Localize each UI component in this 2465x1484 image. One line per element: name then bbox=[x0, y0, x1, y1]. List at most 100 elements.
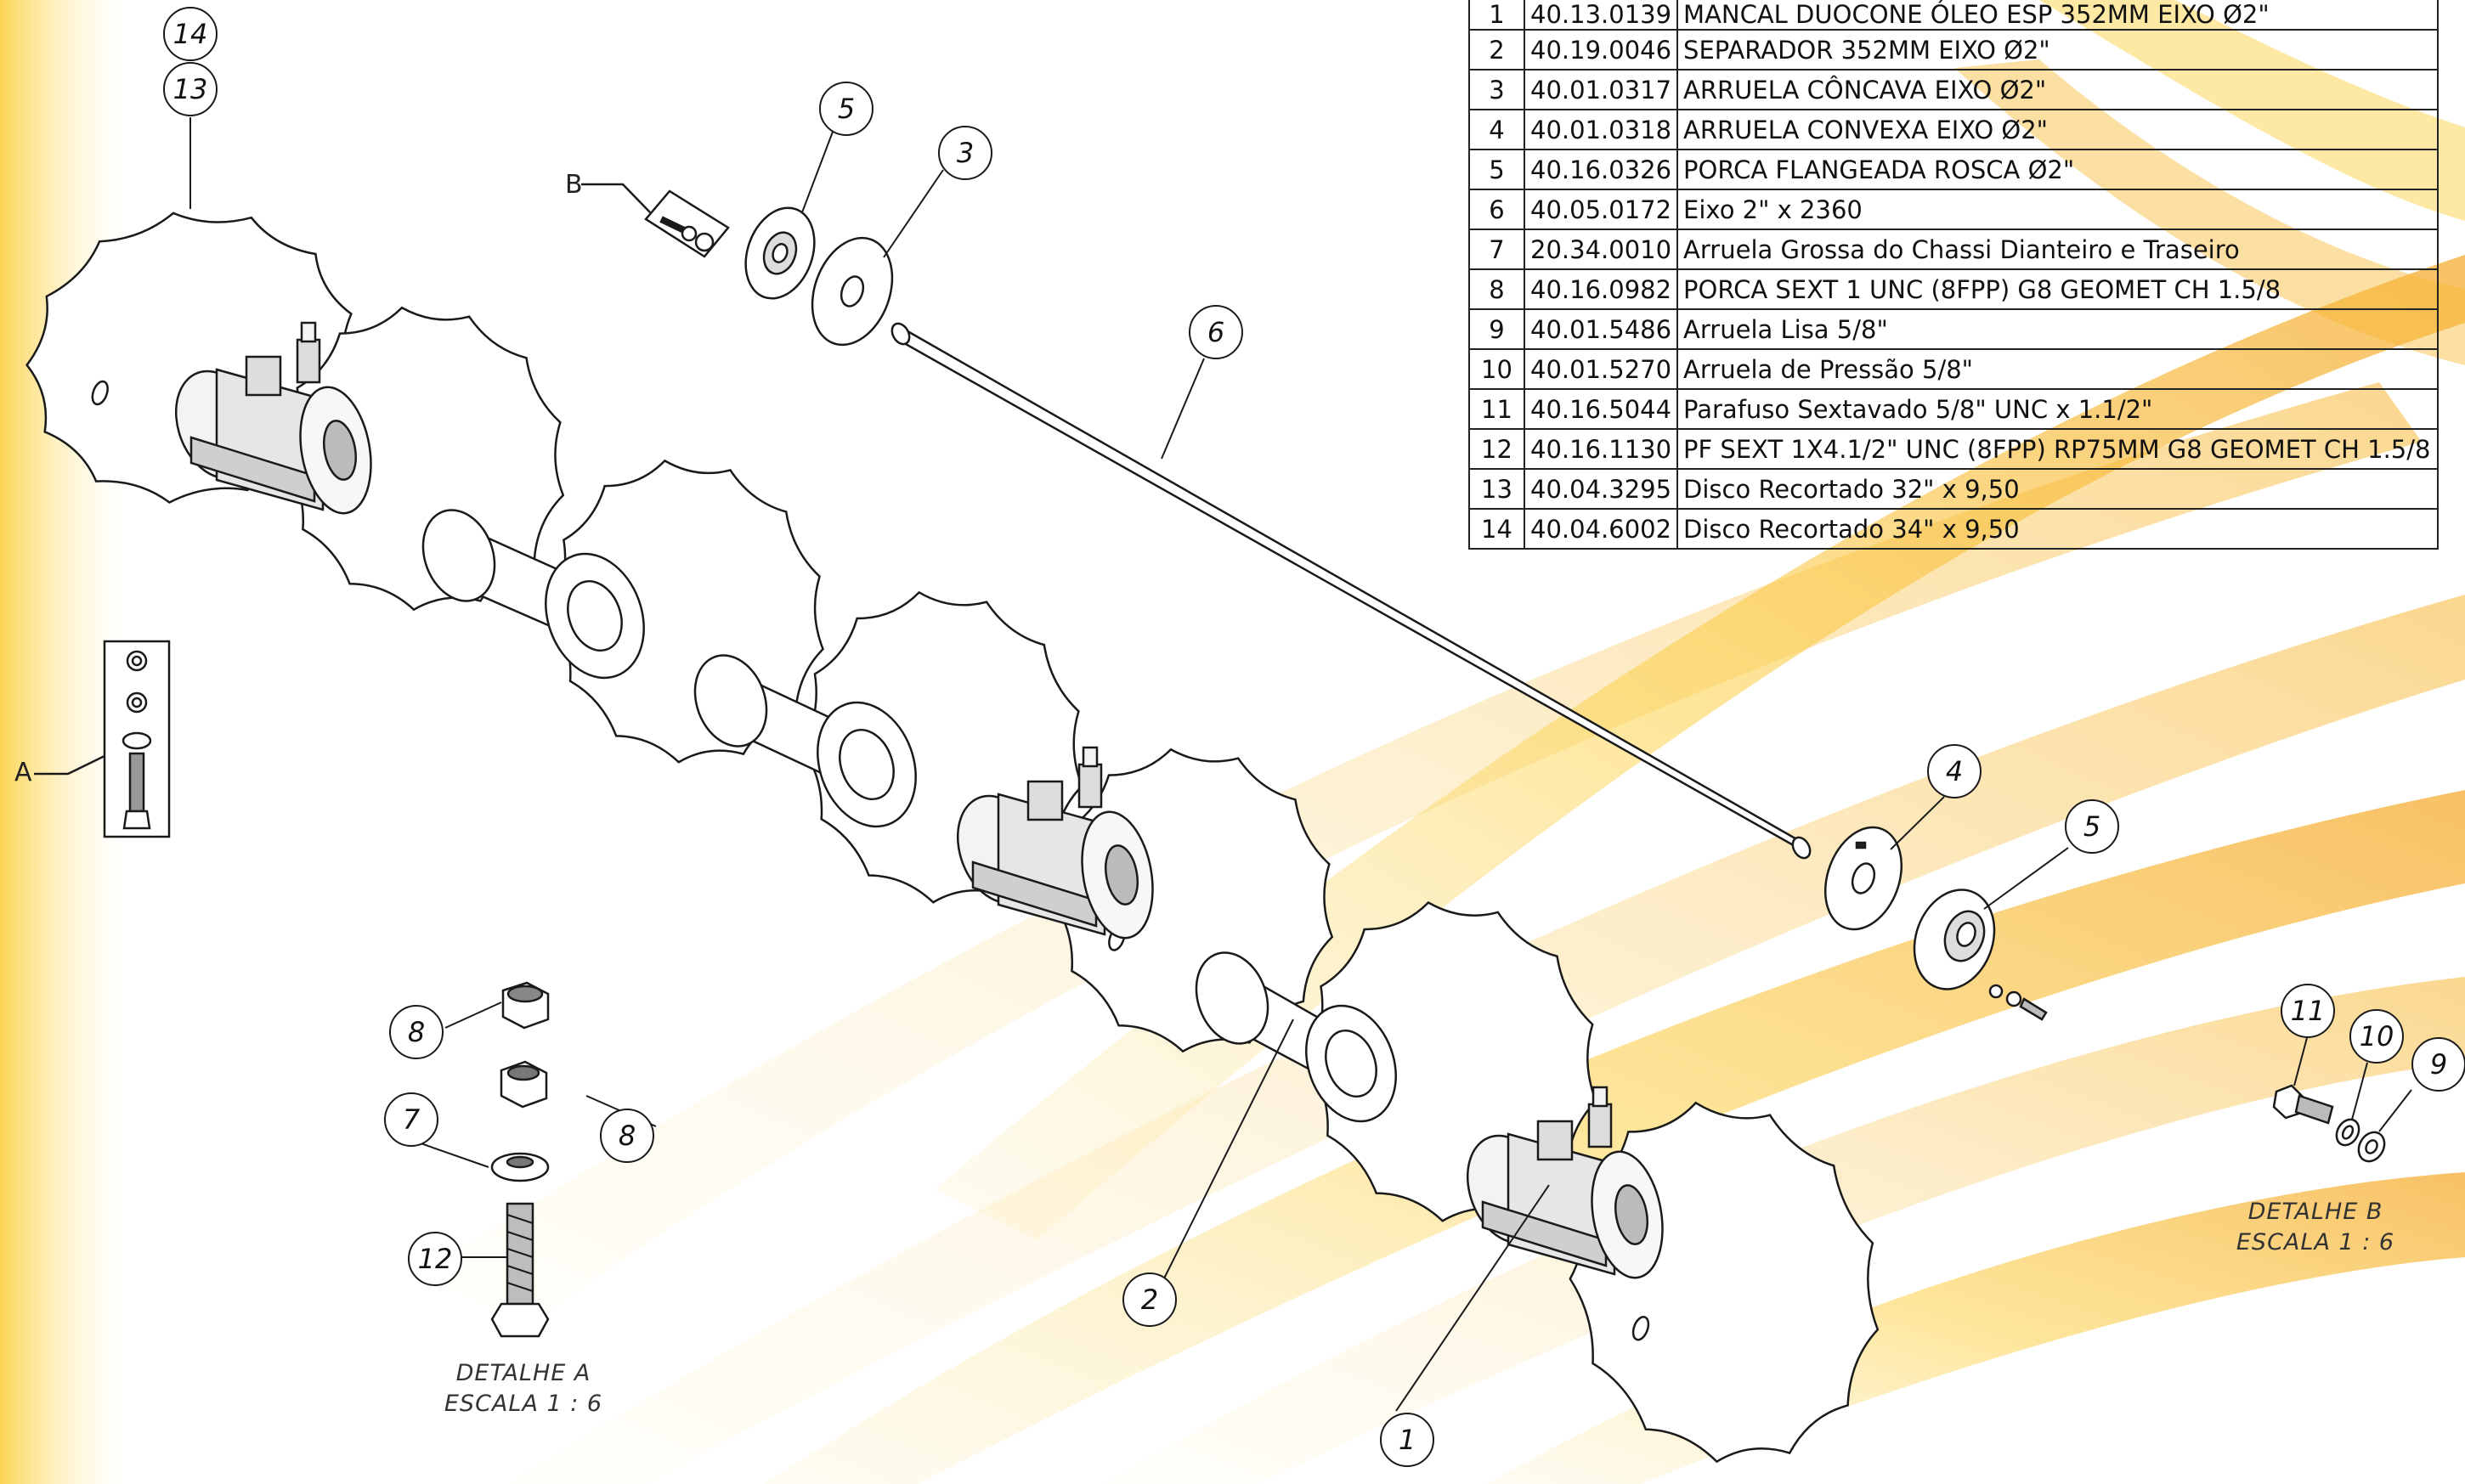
bom-item-number: 8 bbox=[1468, 268, 1525, 310]
callout-11: 11 bbox=[2281, 984, 2335, 1038]
callout-circle bbox=[1122, 1272, 1177, 1327]
washer-convex bbox=[1823, 826, 1903, 931]
bom-part-code: 40.16.5044 bbox=[1523, 388, 1679, 430]
bom-item-number: 14 bbox=[1468, 508, 1525, 550]
callout-number: 14 bbox=[173, 18, 208, 50]
bom-item-number: 4 bbox=[1468, 109, 1525, 150]
bom-item-number: 6 bbox=[1468, 189, 1525, 230]
callout-8-lower: 8 bbox=[600, 1109, 654, 1163]
washer-concave bbox=[811, 236, 894, 347]
bom-item-number: 3 bbox=[1468, 69, 1525, 110]
detail-b-title: DETALHE B bbox=[2248, 1199, 2383, 1225]
bom-description: PORCA SEXT 1 UNC (8FPP) G8 GEOMET CH 1.5… bbox=[1676, 268, 2440, 310]
callout-10: 10 bbox=[2349, 1009, 2404, 1064]
callout-number: 4 bbox=[1946, 755, 1963, 787]
bom-part-code: 40.04.6002 bbox=[1523, 508, 1679, 550]
callout-number: 8 bbox=[408, 1016, 425, 1048]
bom-part-code: 20.34.0010 bbox=[1523, 229, 1679, 270]
bom-part-code: 40.01.5270 bbox=[1523, 348, 1679, 390]
bearing-housings bbox=[174, 321, 1664, 1279]
callout-number: 1 bbox=[1399, 1424, 1416, 1456]
callout-number: 3 bbox=[957, 137, 974, 169]
callout-number: 5 bbox=[838, 93, 855, 125]
hex-nut-lower bbox=[500, 1060, 548, 1109]
hex-bolt bbox=[490, 1202, 550, 1338]
bom-description: Parafuso Sextavado 5/8" UNC x 1.1/2" bbox=[1676, 388, 2440, 430]
bearing-housing-2 bbox=[956, 746, 1154, 939]
callout-circle bbox=[389, 1005, 444, 1059]
callout-circle bbox=[2281, 984, 2335, 1038]
callout-number: 11 bbox=[2291, 995, 2326, 1027]
flat-washer bbox=[2357, 1131, 2386, 1163]
bom-description: ARRUELA CONVEXA EIXO Ø2" bbox=[1676, 109, 2440, 150]
bom-part-code: 40.13.0139 bbox=[1523, 0, 1679, 31]
bom-part-code: 40.16.1130 bbox=[1523, 428, 1679, 470]
callout-number: 13 bbox=[173, 73, 208, 105]
callout-circle bbox=[163, 7, 218, 61]
callout-number: 6 bbox=[1207, 316, 1224, 348]
callout-6: 6 bbox=[1189, 305, 1243, 359]
bom-description: Arruela de Pressão 5/8" bbox=[1676, 348, 2440, 390]
detail-captions: DETALHE A ESCALA 1 : 6 DETALHE B ESCALA … bbox=[444, 1199, 2394, 1417]
callout-circle bbox=[1189, 305, 1243, 359]
view-a-inset: A bbox=[14, 640, 171, 838]
spacer-3 bbox=[1195, 951, 1397, 1123]
flange-nut-right bbox=[1913, 889, 1996, 990]
callout-4: 4 bbox=[1927, 744, 1982, 798]
callout-8-upper: 8 bbox=[389, 1005, 444, 1059]
bom-item-number: 10 bbox=[1468, 348, 1525, 390]
callout-circle bbox=[600, 1109, 654, 1163]
end-hardware bbox=[744, 206, 2048, 1021]
callout-13: 13 bbox=[163, 62, 218, 116]
callout-circle bbox=[163, 62, 218, 116]
bom-item-number: 5 bbox=[1468, 149, 1525, 190]
shaft bbox=[890, 322, 1812, 860]
callout-12: 12 bbox=[408, 1232, 462, 1286]
spring-washer bbox=[2335, 1118, 2360, 1147]
callout-number: 8 bbox=[619, 1120, 636, 1152]
bom-description: Arruela Lisa 5/8" bbox=[1676, 308, 2440, 350]
callout-1: 1 bbox=[1380, 1413, 1434, 1467]
callout-2: 2 bbox=[1122, 1272, 1177, 1327]
bom-part-code: 40.01.0317 bbox=[1523, 69, 1679, 110]
detail-a-title: DETALHE A bbox=[456, 1360, 591, 1386]
callout-circle bbox=[2411, 1037, 2465, 1092]
bom-description: Disco Recortado 34" x 9,50 bbox=[1676, 508, 2440, 550]
view-b-label: B bbox=[565, 170, 583, 200]
spacer-1 bbox=[421, 509, 645, 680]
flange-nut-left bbox=[744, 206, 816, 300]
leader-lines bbox=[189, 113, 2412, 1412]
bom-description: Arruela Grossa do Chassi Dianteiro e Tra… bbox=[1676, 229, 2440, 270]
bom-item-number: 1 bbox=[1468, 0, 1525, 31]
bom-part-code: 40.04.3295 bbox=[1523, 468, 1679, 510]
bom-item-number: 2 bbox=[1468, 29, 1525, 71]
spacer-2 bbox=[693, 654, 917, 828]
callout-number: 10 bbox=[2360, 1020, 2394, 1052]
bom-item-number: 9 bbox=[1468, 308, 1525, 350]
callout-circle bbox=[408, 1232, 462, 1286]
bom-part-code: 40.01.0318 bbox=[1523, 109, 1679, 150]
view-a-label: A bbox=[14, 758, 32, 787]
thick-washer bbox=[490, 1152, 550, 1182]
callout-number: 2 bbox=[1141, 1284, 1158, 1316]
callout-9: 9 bbox=[2411, 1037, 2465, 1092]
callout-14: 14 bbox=[163, 7, 218, 61]
callout-5-right: 5 bbox=[2065, 799, 2119, 854]
bearing-housing-3 bbox=[1466, 1086, 1664, 1279]
callout-circle bbox=[938, 126, 992, 180]
bom-part-code: 40.05.0172 bbox=[1523, 189, 1679, 230]
callout-circle bbox=[819, 82, 873, 136]
callout-number: 9 bbox=[2430, 1048, 2447, 1081]
bom-part-code: 40.01.5486 bbox=[1523, 308, 1679, 350]
bom-description: PF SEXT 1X4.1/2" UNC (8FPP) RP75MM G8 GE… bbox=[1676, 428, 2440, 470]
